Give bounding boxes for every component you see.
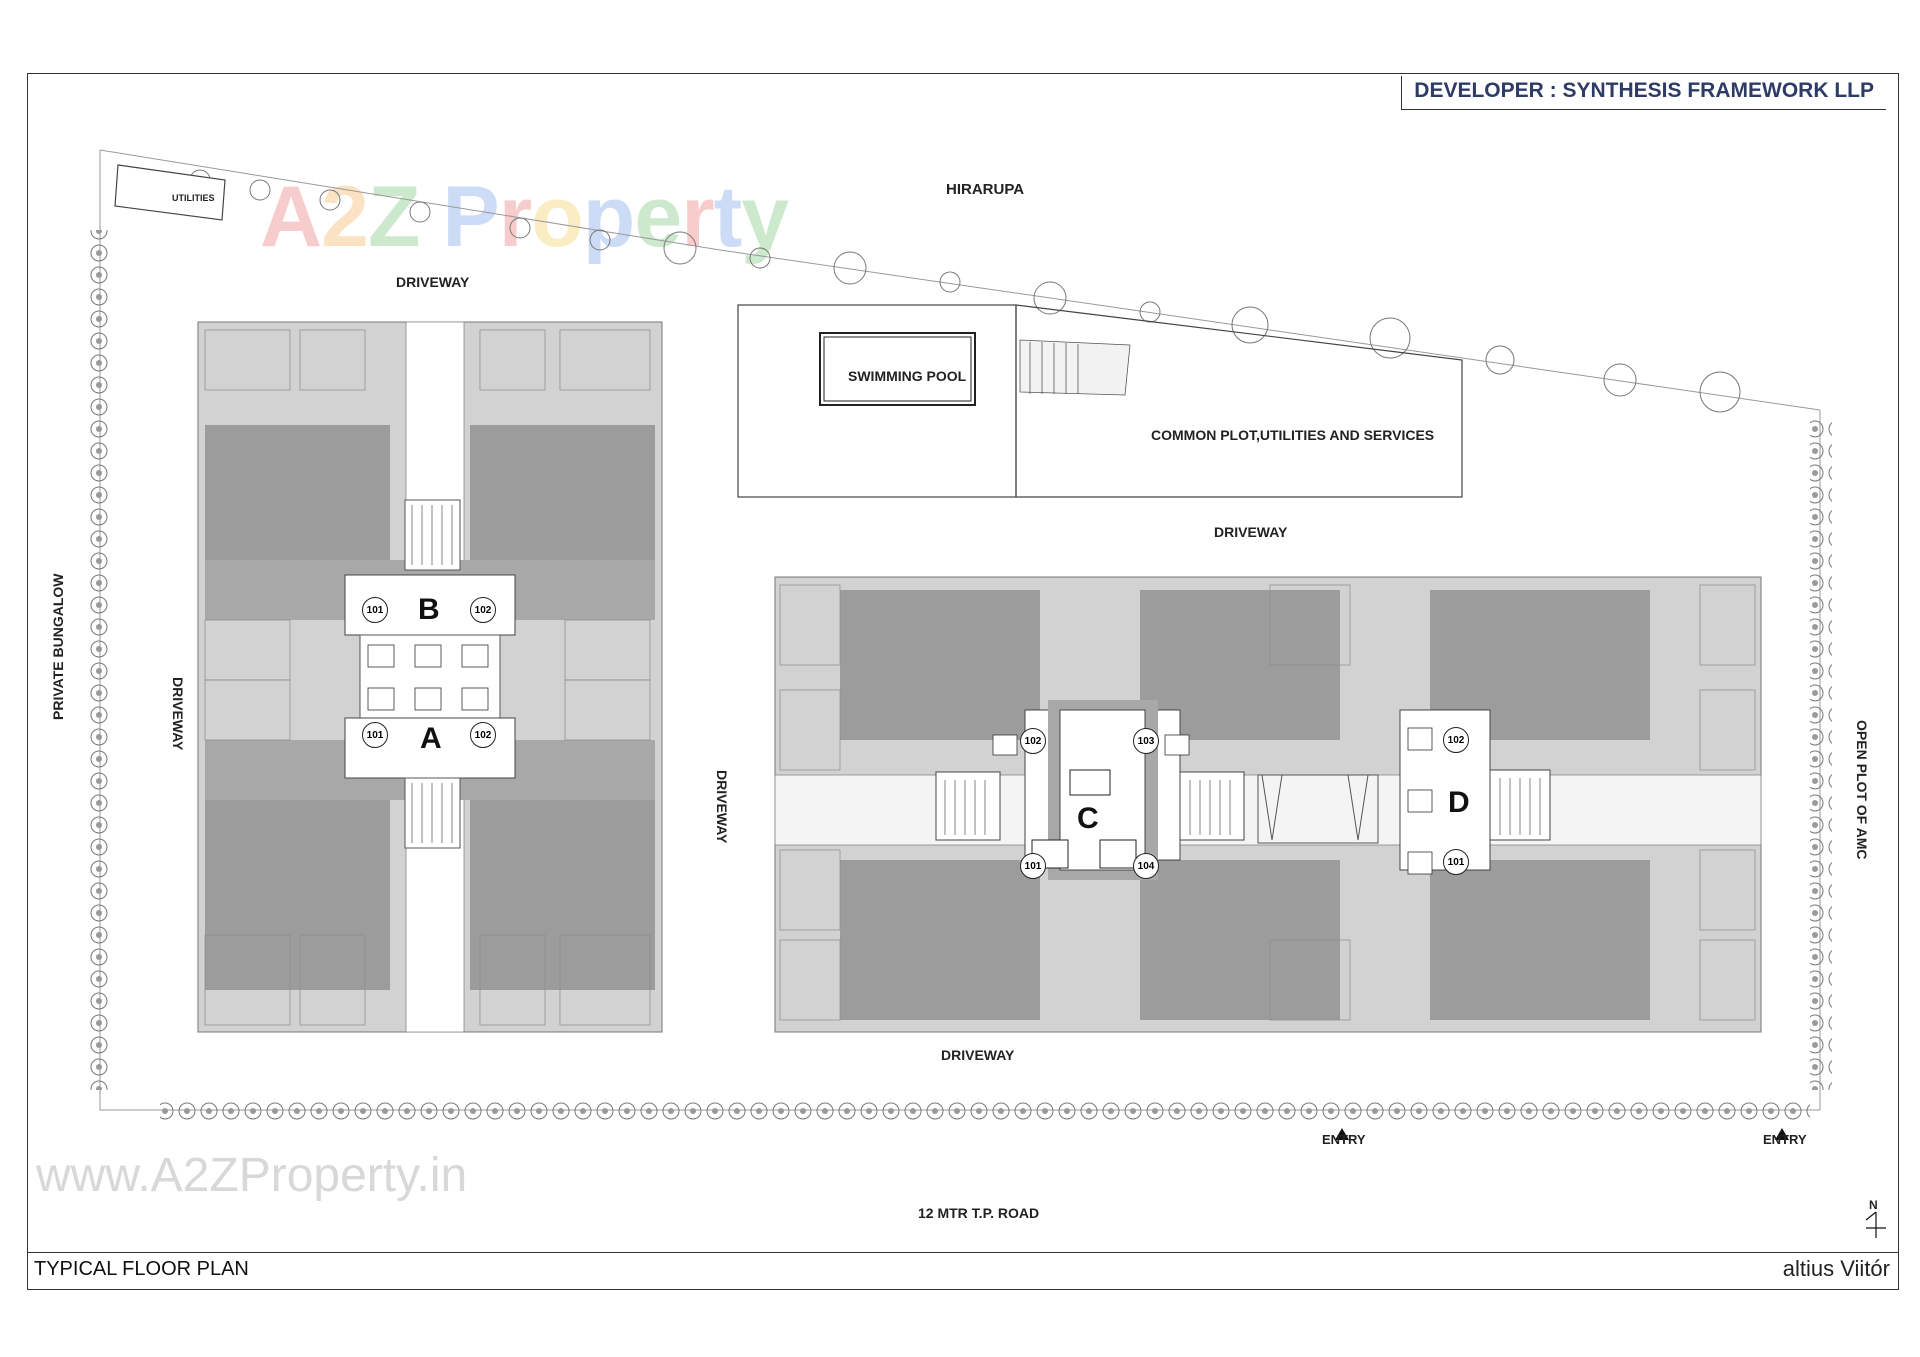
drawing-frame [27, 73, 1899, 1290]
block-a-letter: A [420, 722, 442, 755]
left-tree-belt [90, 230, 112, 1090]
block-d-letter: D [1448, 786, 1470, 819]
driveway-center-label: DRIVEWAY [714, 770, 730, 844]
unit-b-101: 101 [362, 597, 388, 623]
hirarupa-label: HIRARUPA [946, 181, 1025, 198]
north-arrow [1865, 1211, 1886, 1238]
north-label: N [1869, 1198, 1878, 1212]
common-plot-outline [1015, 304, 1463, 498]
driveway-left-label: DRIVEWAY [170, 677, 186, 751]
unit-d-102: 102 [1443, 727, 1469, 753]
watermark-url: www.A2ZProperty.in [36, 1149, 468, 1202]
common-plot-label: COMMON PLOT,UTILITIES AND SERVICES [1151, 427, 1435, 443]
unit-b-102: 102 [470, 597, 496, 623]
entry-arrow-2 [1775, 1128, 1789, 1140]
unit-c-104: 104 [1133, 853, 1159, 879]
tower-cd-plan [774, 576, 1762, 1033]
right-tree-belt [1810, 420, 1832, 1090]
swimming-pool [819, 332, 976, 406]
block-c-letter: C [1077, 802, 1099, 835]
utilities-label: UTILITIES [172, 193, 215, 203]
unit-a-102: 102 [470, 722, 496, 748]
tower-ab-plan [197, 321, 663, 1033]
open-plot-label: OPEN PLOT OF AMC [1854, 720, 1870, 860]
entry-label-1: ENTRY [1322, 1132, 1366, 1147]
unit-d-101: 101 [1443, 849, 1469, 875]
unit-a-101: 101 [362, 722, 388, 748]
project-brand: altius Viitór [1782, 1256, 1890, 1281]
private-bungalow-label: PRIVATE BUNGALOW [50, 573, 66, 720]
drawing-title: TYPICAL FLOOR PLAN [34, 1258, 249, 1280]
amenity-stair [1019, 339, 1131, 396]
developer-label: DEVELOPER : SYNTHESIS FRAMEWORK LLP [1401, 76, 1886, 110]
unit-c-101: 101 [1020, 853, 1046, 879]
bottom-tree-belt [160, 1100, 1810, 1122]
title-strip-divider [27, 1252, 1899, 1253]
driveway-bottom-label: DRIVEWAY [941, 1047, 1015, 1063]
driveway-top-label: DRIVEWAY [396, 274, 470, 290]
swimming-pool-label: SWIMMING POOL [848, 368, 967, 384]
entry-label-2: ENTRY [1763, 1132, 1807, 1147]
block-b-letter: B [418, 593, 440, 626]
unit-c-102: 102 [1020, 728, 1046, 754]
unit-c-103: 103 [1133, 728, 1159, 754]
top-tree-belt [189, 169, 1741, 413]
road-label: 12 MTR T.P. ROAD [918, 1205, 1040, 1221]
entry-arrow-1 [1335, 1128, 1349, 1140]
driveway-mid-label: DRIVEWAY [1214, 524, 1288, 540]
